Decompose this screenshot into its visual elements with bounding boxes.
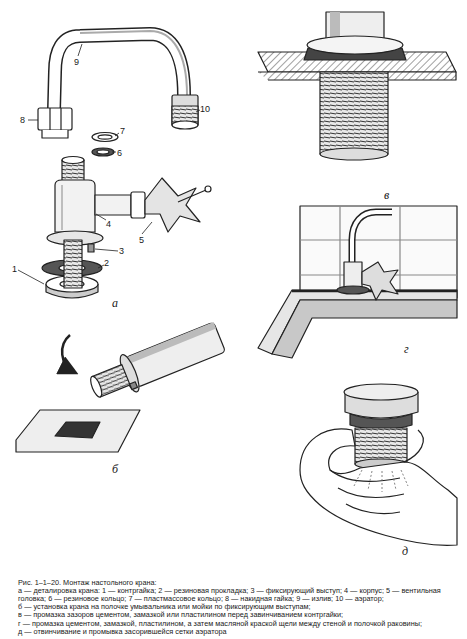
callout-number: 1 — [12, 264, 17, 274]
caption-line: д — отвинчивание и промывка засорившейся… — [18, 628, 450, 636]
panel-g — [258, 206, 457, 358]
caption-line: в — промазка зазоров цементом, замазкой … — [18, 611, 450, 619]
panel-letter: д — [402, 544, 408, 559]
caption-block: Рис. 1–1–20. Монтаж настольного крана:а … — [18, 579, 450, 636]
panel-a — [18, 31, 211, 298]
panel-letter: в — [384, 188, 389, 203]
caption-line: г — промазка цементом, замазкой, пластил… — [18, 620, 450, 628]
callout-number: 2 — [104, 258, 109, 268]
callout-number: 3 — [119, 246, 124, 256]
panel-letter: г — [404, 342, 409, 357]
caption-line: б — установка крана на полочке умывальни… — [18, 603, 450, 611]
panel-v — [258, 12, 456, 160]
panel-b — [16, 318, 227, 452]
panel-d — [300, 384, 457, 545]
figure-caption: Рис. 1–1–20. Монтаж настольного крана: — [18, 579, 450, 587]
callout-number: 6 — [117, 148, 122, 158]
callout-number: 8 — [20, 115, 25, 125]
callout-number: 4 — [106, 219, 111, 229]
callout-number: 5 — [139, 235, 144, 245]
panel-letter: б — [112, 462, 118, 477]
caption-line: а — деталировка крана: 1 — контргайка; 2… — [18, 587, 450, 603]
panel-letter: а — [112, 296, 118, 311]
callout-number: 7 — [120, 126, 125, 136]
callout-number: 10 — [200, 104, 210, 114]
callout-number: 9 — [74, 57, 79, 67]
